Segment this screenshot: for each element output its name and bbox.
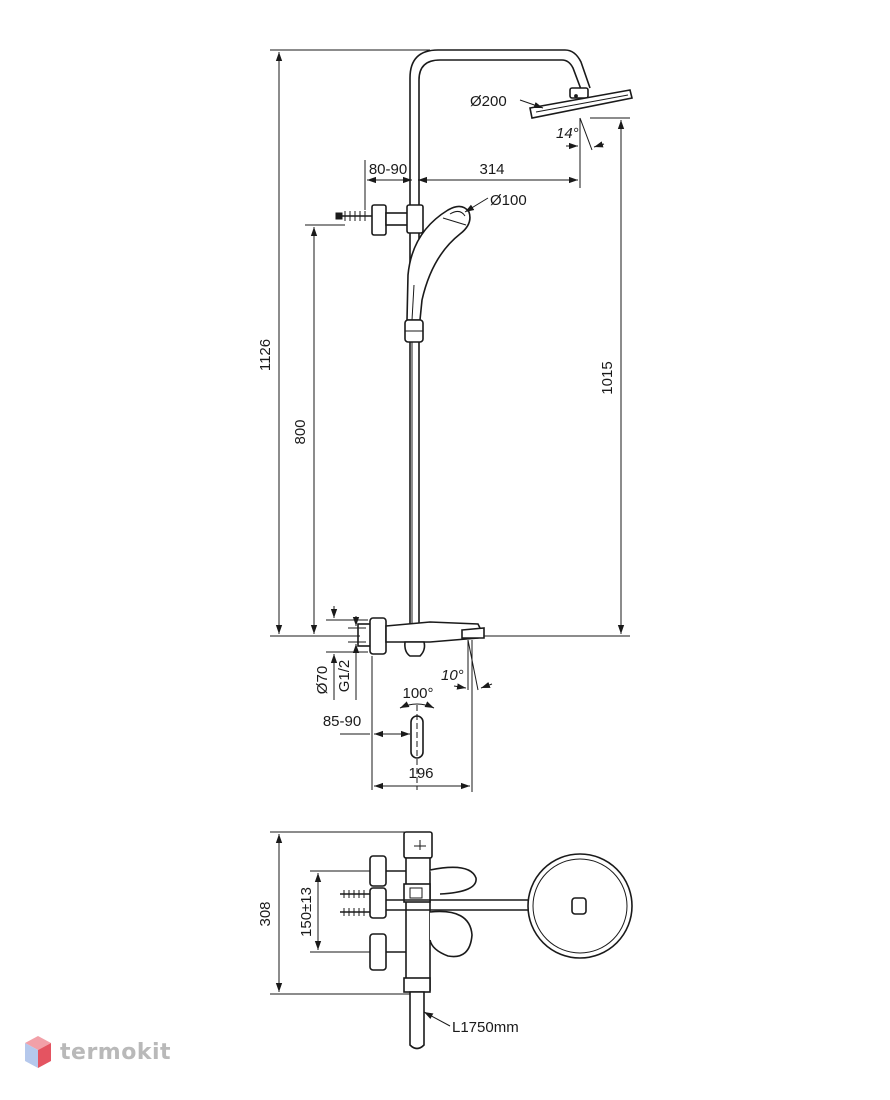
top-knob-upper bbox=[369, 855, 387, 887]
dim-head-diameter: Ø200 bbox=[470, 93, 507, 110]
leader-hose bbox=[423, 1011, 451, 1027]
dim-flange-diameter: Ø70 bbox=[314, 666, 331, 694]
top-clamp-inner bbox=[409, 887, 423, 899]
dim-head-angle: 14° bbox=[556, 125, 579, 142]
top-hose bbox=[409, 991, 425, 1050]
dim-inlet-spacing: 150±13 bbox=[298, 887, 315, 937]
top-view: 308 150±13 L1750mm bbox=[257, 831, 633, 1050]
angle-line-spout bbox=[467, 639, 479, 691]
angle-arrow-head-b bbox=[593, 141, 605, 148]
top-plate-mark bbox=[414, 840, 426, 850]
dim-lever-angle: 100° bbox=[402, 685, 433, 702]
dim-head-height: 1015 bbox=[599, 361, 616, 394]
head-center-dot bbox=[574, 94, 578, 98]
dim-thread: G1/2 bbox=[336, 660, 353, 693]
dim-wall-offset: 80-90 bbox=[369, 161, 407, 178]
leader-hand-diameter bbox=[464, 197, 489, 213]
top-bracket-flange bbox=[369, 887, 387, 919]
top-knob-lower bbox=[369, 933, 387, 971]
bracket-screw bbox=[335, 211, 372, 221]
dim-mixer-length: 196 bbox=[408, 765, 433, 782]
top-hand-shower bbox=[429, 910, 473, 958]
top-head-joint bbox=[571, 897, 587, 915]
dim-mixer-offset: 85-90 bbox=[323, 713, 361, 730]
ball-joint bbox=[569, 87, 589, 99]
termokit-logo: termokit bbox=[24, 1035, 171, 1069]
angle-arrow-spout-a bbox=[453, 683, 467, 690]
wall-bracket-flange bbox=[371, 204, 387, 236]
mixer-body bbox=[357, 617, 485, 657]
dim-hand-diameter: Ø100 bbox=[490, 192, 527, 209]
dim-holder-height: 800 bbox=[292, 419, 309, 444]
riser-pipe-inner bbox=[418, 59, 583, 625]
dim-arm-length: 314 bbox=[479, 161, 504, 178]
head-face-line bbox=[535, 94, 629, 113]
top-wall-plate bbox=[403, 831, 433, 859]
leader-head-diameter bbox=[519, 99, 544, 109]
dim-top-depth: 308 bbox=[257, 901, 274, 926]
top-shower-head-inner bbox=[532, 858, 628, 954]
hand-shower bbox=[404, 205, 471, 343]
mixer-left-knob bbox=[369, 617, 387, 655]
dim-total-height: 1126 bbox=[257, 339, 274, 371]
top-lever bbox=[429, 866, 477, 895]
termokit-logo-icon bbox=[25, 1036, 51, 1068]
termokit-logo-text: termokit bbox=[60, 1039, 172, 1065]
dim-spout-angle: 10° bbox=[441, 667, 464, 684]
angle-line-head bbox=[579, 117, 593, 151]
dim-hose-length: L1750mm bbox=[452, 1019, 519, 1036]
angle-arrow-spout-b bbox=[480, 681, 493, 689]
riser-pipe-outer bbox=[409, 49, 591, 625]
bath-spout bbox=[461, 627, 485, 639]
top-base bbox=[403, 977, 431, 993]
wall-bracket-clamp bbox=[406, 204, 424, 234]
top-mixer-body bbox=[405, 857, 431, 991]
front-view: 1126 800 1015 80-90 314 Ø200 14° Ø100 bbox=[257, 49, 633, 792]
lever-rotation-arc bbox=[399, 701, 435, 709]
mixer-lever bbox=[404, 641, 426, 657]
top-screws bbox=[340, 890, 370, 916]
